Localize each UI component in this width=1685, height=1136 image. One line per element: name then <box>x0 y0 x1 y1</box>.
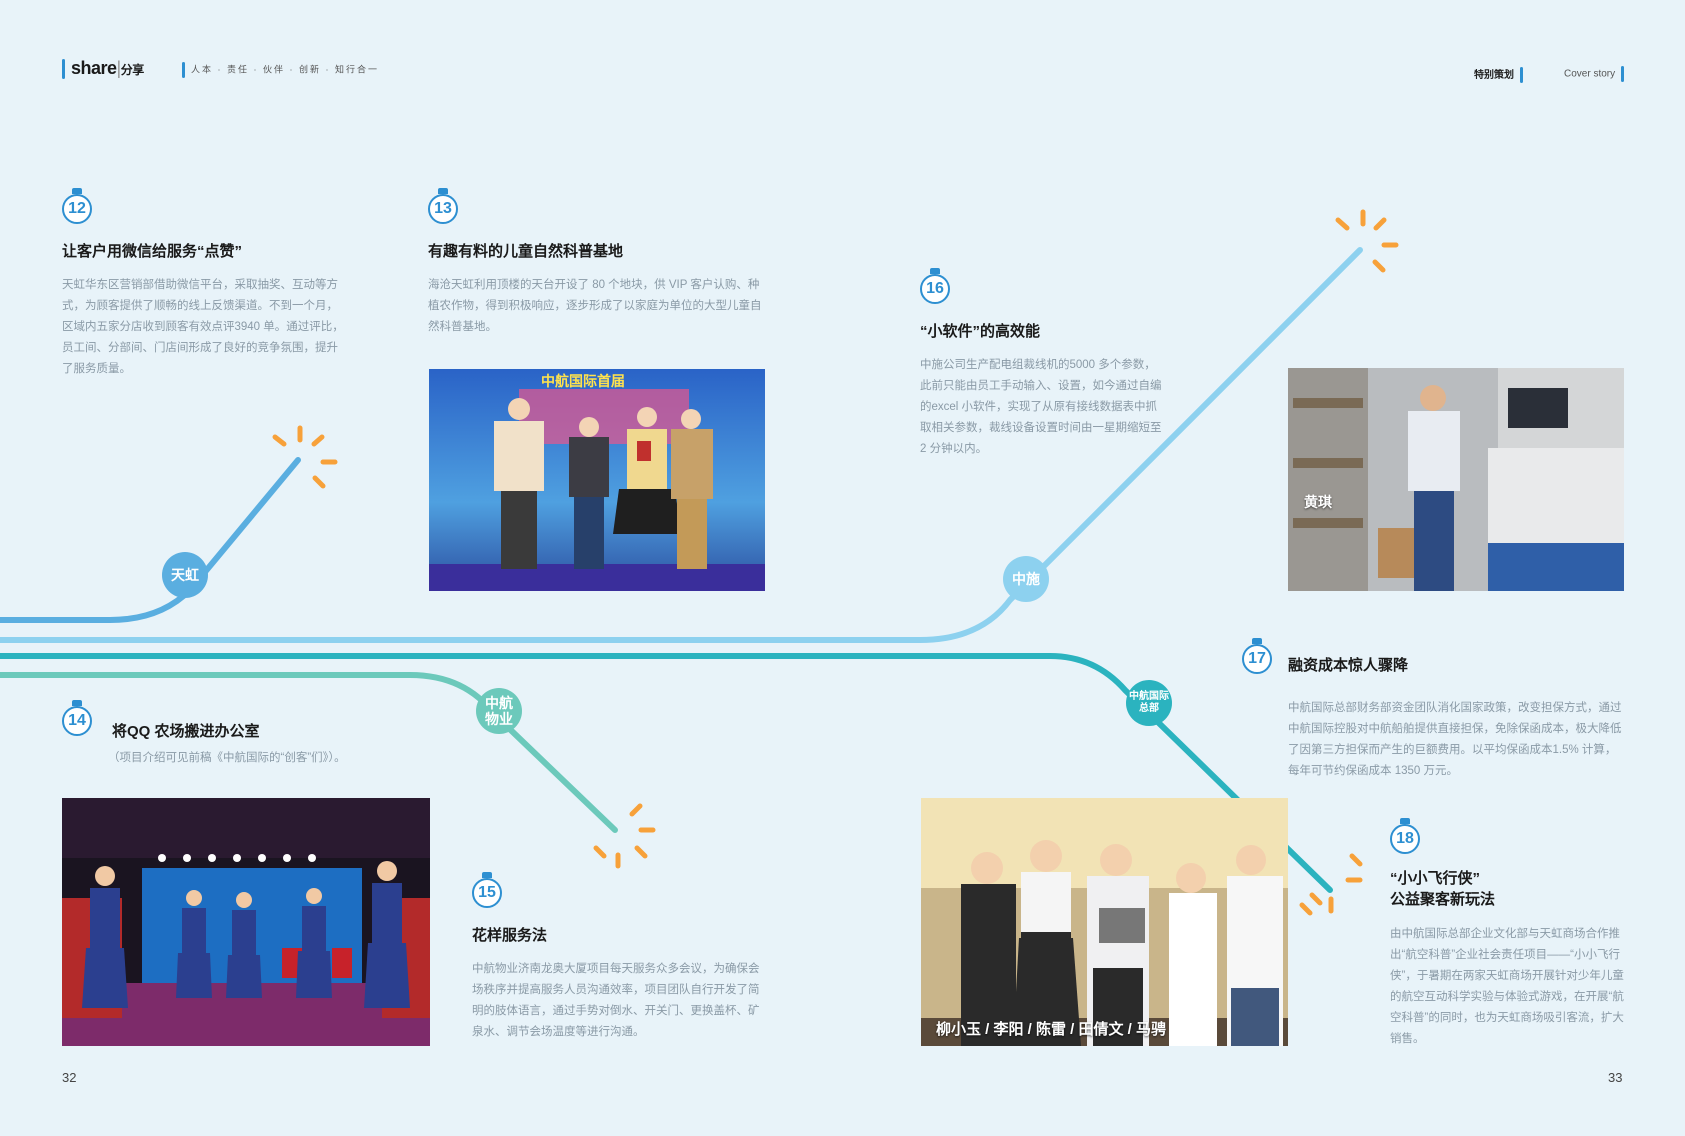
badge-cap-icon <box>1400 818 1410 824</box>
item-title: 将QQ 农场搬进办公室 <box>112 723 260 740</box>
cover-story-text: Cover story <box>1564 68 1616 80</box>
number-badge: 12 <box>62 194 92 224</box>
number-badge: 17 <box>1242 644 1272 674</box>
brand-logo: share|分享 <box>62 58 145 80</box>
node-tianhong: 天虹 <box>162 552 208 598</box>
photo-performance <box>62 798 430 1046</box>
badge-cap-icon <box>72 188 82 194</box>
item-body: 海沧天虹利用顶楼的天台开设了 80 个地块，供 VIP 客户认购、种植农作物，得… <box>428 279 762 333</box>
badge-cap-icon <box>438 188 448 194</box>
motto-text: 人本 · 责任 · 伙伴 · 创新 · 知行合一 <box>191 64 379 75</box>
badge-number: 15 <box>478 884 496 901</box>
spark-zhongshi-icon <box>1335 209 1399 273</box>
item-14: 14 将QQ 农场搬进办公室 （项目介绍可见前稿《中航国际的“创客”们》）。 <box>62 690 408 769</box>
item-18: 18 “小小飞行侠” 公益聚客新玩法 由中航国际总部企业文化部与天虹商场合作推出… <box>1390 808 1626 1050</box>
item-title: 让客户用微信给服务“点赞” <box>62 243 243 260</box>
spark-hq-icon <box>1299 853 1363 916</box>
item-body: 中航物业济南龙奥大厦项目每天服务众多会议，为确保会场秩序并提高服务人员沟通效率，… <box>472 963 760 1038</box>
cover-story-bar-icon <box>1621 66 1625 82</box>
number-badge: 16 <box>920 274 950 304</box>
spark-tianhong-icon <box>272 425 338 489</box>
node-zhonghang-hq: 中航国际 总部 <box>1126 680 1172 726</box>
node-wuye-label: 中航 物业 <box>485 695 513 727</box>
item-title: 花样服务法 <box>472 927 548 944</box>
number-badge: 14 <box>62 706 92 736</box>
node-zhongshi: 中施 <box>1003 556 1049 602</box>
badge-number: 16 <box>926 280 944 297</box>
header-motto: 人本 · 责任 · 伙伴 · 创新 · 知行合一 <box>182 62 379 78</box>
node-tianhong-label: 天虹 <box>171 567 199 583</box>
badge-cap-icon <box>72 700 82 706</box>
item-body: 中施公司生产配电组裁线机的5000 多个参数，此前只能由员工手动输入、设置，如今… <box>920 359 1162 455</box>
photo-award-stage: 中航国际首届 <box>429 369 765 591</box>
motto-bar-icon <box>182 62 185 78</box>
badge-number: 17 <box>1248 650 1266 667</box>
item-body: （项目介绍可见前稿《中航国际的“创客”们》）。 <box>108 752 346 764</box>
item-17: 17 融资成本惊人骤降 中航国际总部财务部资金团队消化国家政策，改变担保方式，通… <box>1242 628 1624 782</box>
item-16: 16 “小软件”的高效能 中施公司生产配电组裁线机的5000 多个参数，此前只能… <box>920 258 1164 460</box>
line-hq <box>0 653 1333 893</box>
cover-story-label: Cover story <box>1564 66 1625 82</box>
brand-text: share <box>71 58 117 78</box>
badge-number: 18 <box>1396 830 1414 847</box>
section-label: 特别策划 <box>1474 66 1523 84</box>
node-zhongshi-label: 中施 <box>1012 571 1040 587</box>
line-zhongshi <box>0 247 1363 643</box>
badge-cap-icon <box>482 872 492 878</box>
badge-number: 12 <box>68 200 86 217</box>
item-body: 中航国际总部财务部资金团队消化国家政策，改变担保方式，通过中航国际控股对中航船舶… <box>1288 702 1622 777</box>
photo-group: 柳小玉 / 李阳 / 陈雷 / 田倩文 / 马骋 <box>921 798 1288 1046</box>
section-text: 特别策划 <box>1474 70 1514 81</box>
item-body: 天虹华东区营销部借助微信平台，采取抽奖、互动等方式，为顾客提供了顺畅的线上反馈渠… <box>62 279 344 375</box>
item-title: 有趣有料的儿童自然科普基地 <box>428 243 624 260</box>
node-zhonghang-wuye: 中航 物业 <box>476 688 522 734</box>
item-15: 15 花样服务法 中航物业济南龙奥大厦项目每天服务众多会议，为确保会场秩序并提高… <box>472 862 768 1043</box>
item-title: 融资成本惊人骤降 <box>1288 657 1409 674</box>
badge-cap-icon <box>1252 638 1262 644</box>
photo-workshop: 黄琪 <box>1288 368 1624 591</box>
person-name-label: 黄琪 <box>1304 494 1332 510</box>
group-caption: 柳小玉 / 李阳 / 陈雷 / 田倩文 / 马骋 <box>936 1021 1167 1038</box>
section-bar-icon <box>1520 67 1523 84</box>
page-number-right: 33 <box>1608 1070 1623 1085</box>
number-badge: 18 <box>1390 824 1420 854</box>
node-hq-label: 中航国际 总部 <box>1129 691 1169 714</box>
item-title: “小软件”的高效能 <box>920 323 1041 340</box>
item-title: “小小飞行侠” 公益聚客新玩法 <box>1390 870 1496 908</box>
page-number-left: 32 <box>62 1070 77 1085</box>
line-tianhong <box>0 457 301 623</box>
number-badge: 15 <box>472 878 502 908</box>
item-body: 由中航国际总部企业文化部与天虹商场合作推出“航空科普”企业社会责任项目——“小小… <box>1390 928 1624 1045</box>
item-12: 12 让客户用微信给服务“点赞” 天虹华东区营销部借助微信平台，采取抽奖、互动等… <box>62 178 344 380</box>
stage-banner-text: 中航国际首届 <box>541 373 625 389</box>
badge-cap-icon <box>930 268 940 274</box>
item-13: 13 有趣有料的儿童自然科普基地 海沧天虹利用顶楼的天台开设了 80 个地块，供… <box>428 178 768 338</box>
brand-bar-icon <box>62 59 65 80</box>
number-badge: 13 <box>428 194 458 224</box>
brand-sub-text: 分享 <box>120 63 145 77</box>
badge-number: 14 <box>68 712 86 729</box>
badge-number: 13 <box>434 200 452 217</box>
spark-wuye-icon <box>593 803 656 869</box>
